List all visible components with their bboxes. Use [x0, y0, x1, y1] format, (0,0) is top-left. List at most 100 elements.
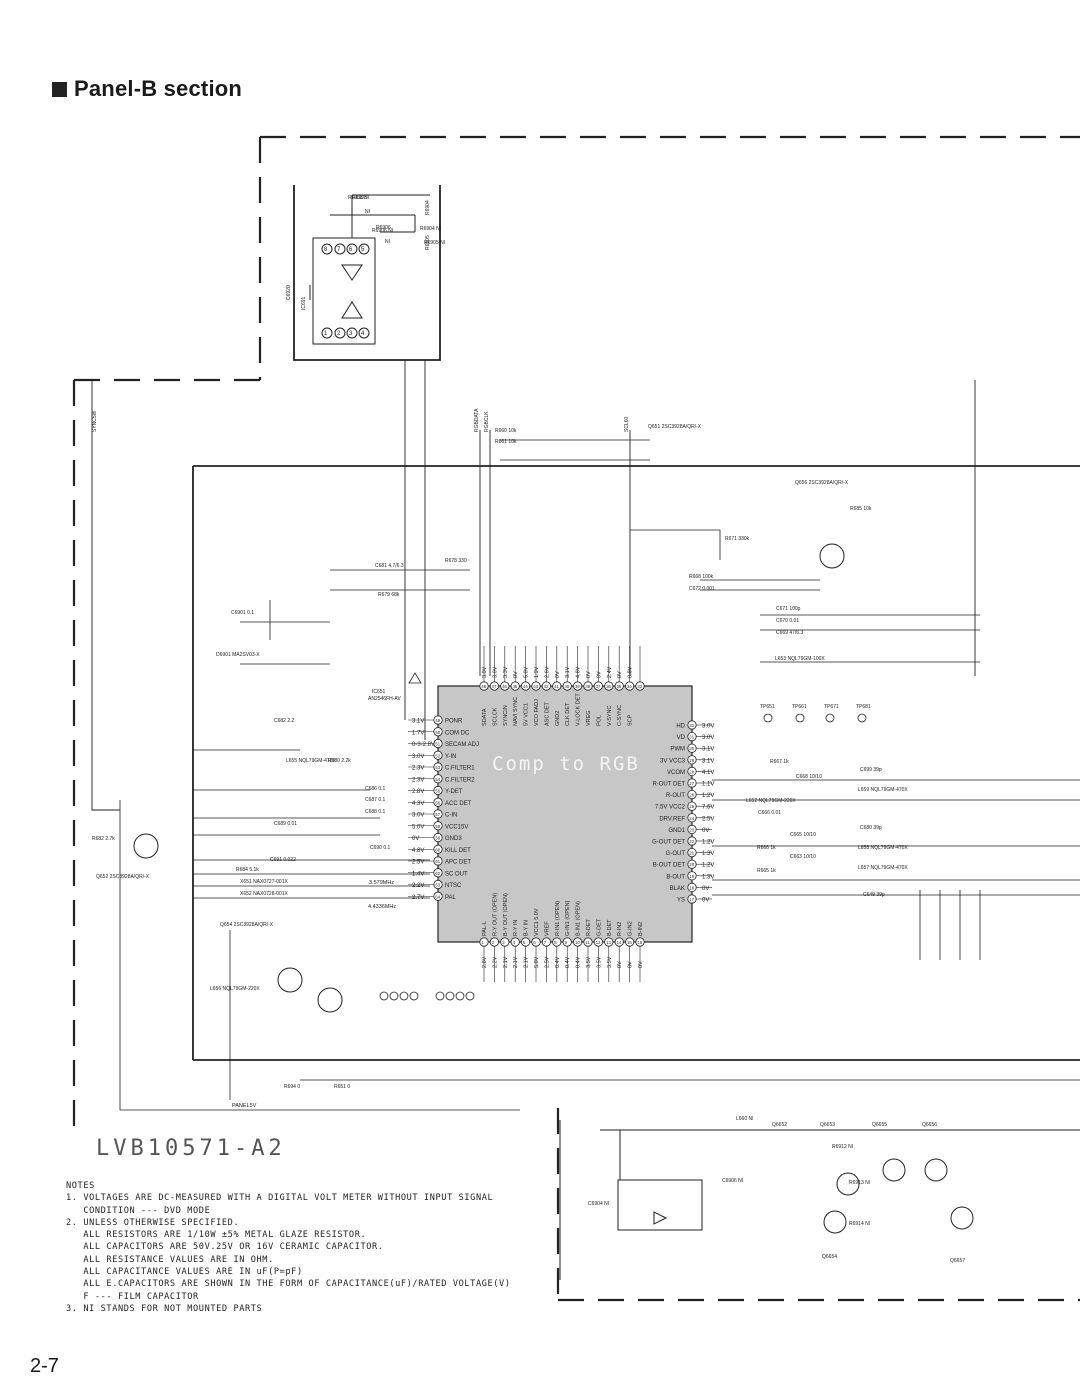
pin-voltage: 3.1V [412, 719, 424, 725]
pin-voltage: 5.0V [524, 666, 530, 678]
pin-voltage: 1.2V [702, 863, 714, 869]
osc-labels: 3.579MHz 4.4336MHz PANEL5V [232, 880, 396, 1109]
pin-name: VCOM [667, 770, 685, 776]
component-label: C6904 NI [588, 1201, 609, 1207]
pin-name: PWM [670, 747, 685, 753]
pin-name: Y-IN [445, 754, 456, 760]
pin-name: VREF [544, 921, 550, 936]
note-line: ALL CAPACITORS ARE 50V.25V OR 16V CERAMI… [66, 1242, 384, 1253]
transistor-q6655 [924, 1158, 948, 1182]
pin-voltage: 1.7V [412, 730, 424, 736]
pin-voltage: 2.3V [412, 766, 424, 772]
test-point-label: TP681 [856, 704, 871, 710]
note-line: CONDITION --- DVD MODE [66, 1205, 211, 1216]
pin-voltage: 1.2V [702, 840, 714, 846]
pin-number: 49 [435, 718, 440, 723]
component-label: C6901 0.1 [231, 610, 254, 616]
component-label: R680 2.2k [328, 758, 351, 764]
component-label: Q6655 [872, 1122, 887, 1128]
pin-voltage: 3.1V [565, 666, 571, 678]
component-label: C670 0.01 [776, 618, 799, 624]
pin-name: VREG [586, 710, 592, 726]
pin-number: 40 [565, 684, 570, 689]
pin-name: NTSC [445, 883, 462, 889]
pin-name: GND2 [555, 711, 561, 726]
svg-text:3: 3 [349, 331, 353, 337]
pin-name: PONR [445, 719, 463, 725]
notes: NOTES 1. VOLTAGES ARE DC-MEASURED WITH A… [66, 1180, 511, 1315]
pin-number: 28 [689, 769, 694, 774]
pin-number: 20 [689, 862, 694, 867]
pin-voltage: 0V [702, 886, 709, 892]
component-label: R678 330 [445, 558, 467, 564]
pin-name: 3V VCC3 [660, 758, 686, 764]
svg-text:NI: NI [385, 239, 390, 245]
component-label: R667 1k [770, 759, 789, 765]
pin-name: SDATA [482, 708, 488, 726]
component-label: Q652 2SC3928A/QR/-X [96, 874, 150, 880]
component-label: R6906 NI [372, 228, 393, 234]
component-label: C689 0.01 [274, 821, 297, 827]
pin-name: 7.5V VCC2 [655, 805, 686, 811]
note-line: ALL E.CAPACITORS ARE SHOWN IN THE FORM O… [66, 1279, 511, 1290]
component-label: C688 0.1 [365, 809, 386, 815]
pin-voltage: 2.5V [544, 956, 550, 968]
pin-number: 3 [502, 940, 505, 945]
pin-voltage: 3.5V [596, 956, 602, 968]
pin-number: 63 [435, 883, 440, 888]
component-label: Q651 2SC3928A/QR/-X [648, 424, 702, 430]
svg-text:2: 2 [337, 331, 341, 337]
transistor-q6654 [823, 1210, 847, 1234]
board-id: LVB10571-A2 [96, 1136, 286, 1161]
pin-voltage: 2.1V [513, 956, 519, 968]
test-point-label: TP651 [760, 704, 775, 710]
component-label: C691 0.022 [270, 857, 296, 863]
pin-number: 62 [435, 871, 440, 876]
pin-voltage: 2.2V [492, 956, 498, 968]
pin-number: 10 [575, 940, 580, 945]
component-label: C669 47/6.3 [776, 630, 803, 636]
pin-number: 38 [585, 684, 590, 689]
svg-text:PANEL5V: PANEL5V [232, 1103, 257, 1109]
pin-voltage: 3.0V [492, 666, 498, 678]
svg-text:4.4336MHz: 4.4336MHz [368, 904, 396, 910]
pin-name: Y-DET [445, 789, 463, 795]
pin-voltage: 2.4V [607, 666, 613, 678]
pin-name: YS [677, 898, 685, 904]
pin-name: B-IN1 (OPEN) [576, 901, 582, 936]
pin-number: 32 [689, 723, 694, 728]
component-label: L657 NQL79GM-470X [858, 865, 908, 871]
pin-voltage: 1.1V [702, 782, 714, 788]
component-label: R661 10k [495, 439, 517, 445]
pin-number: 18 [689, 885, 694, 890]
test-point-label: TP671 [824, 704, 839, 710]
pin-voltage: 0V [555, 671, 561, 678]
component-label: R666 1k [757, 845, 776, 851]
svg-text:R6904: R6904 [425, 200, 431, 215]
note-line: ALL RESISTORS ARE 1/10W ±5% METAL GLAZE … [66, 1230, 367, 1241]
pin-number: 23 [689, 827, 694, 832]
component-label: L660 NI [736, 1116, 754, 1122]
pin-voltage: 1.9V [534, 666, 540, 678]
pin-voltage: 0V [638, 961, 644, 968]
pin-number: 31 [689, 735, 694, 740]
pin-name: VCC15V [445, 824, 468, 830]
component-label: C681 4.7/6.3 [375, 563, 404, 569]
pin-name: B-Y OUT (OPEN) [503, 893, 509, 936]
pin-number: 60 [435, 847, 440, 852]
svg-text:SYNC5W: SYNC5W [92, 410, 98, 432]
notes-title: NOTES [66, 1181, 95, 1191]
page-number: 2-7 [30, 1355, 59, 1377]
component-label: R651 0 [334, 1084, 350, 1090]
svg-text:4: 4 [361, 331, 365, 337]
test-points [379, 713, 867, 1001]
pin-voltage: 3.0V [482, 666, 488, 678]
component-label: L653 NQL79GM-100X [775, 656, 825, 662]
pin-number: 12 [596, 940, 601, 945]
svg-text:7: 7 [337, 247, 341, 253]
component-label: R660 10k [495, 428, 517, 434]
right-wiring [300, 439, 1080, 1081]
